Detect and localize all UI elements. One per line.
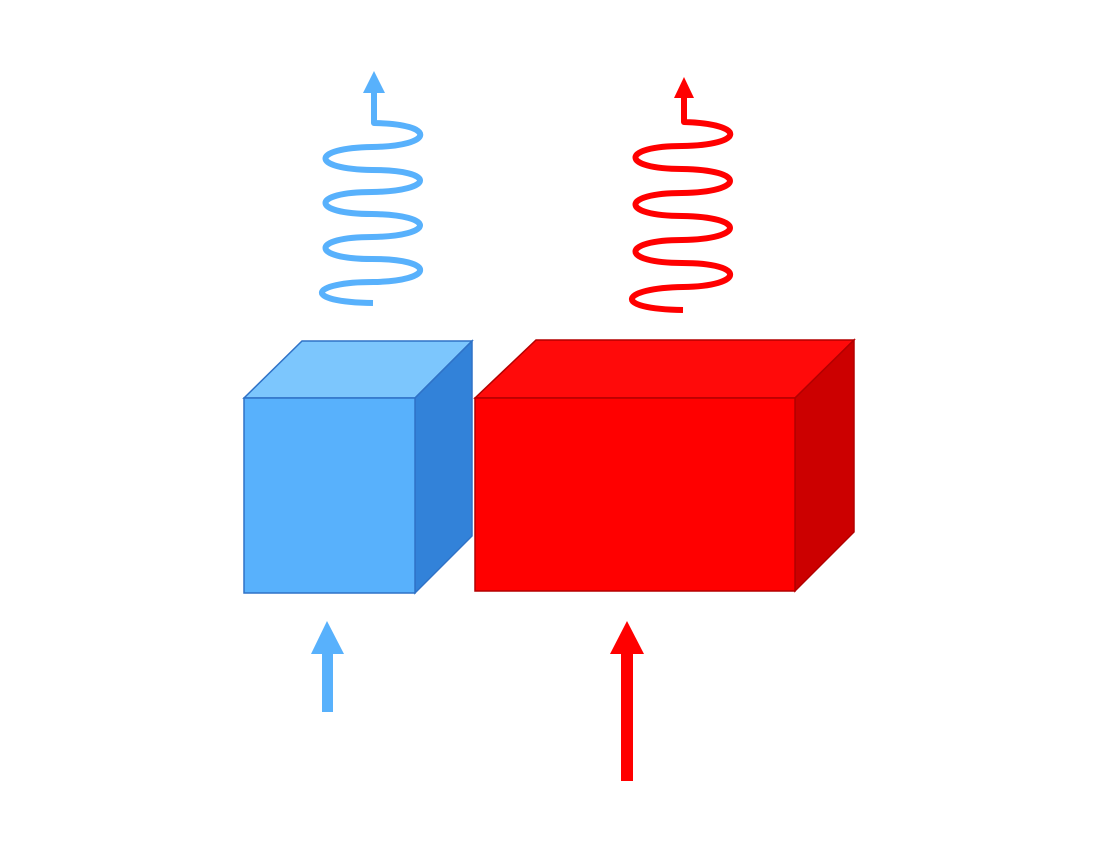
red-box-front-face — [474, 397, 796, 592]
blue-emission-wave-icon — [319, 71, 424, 306]
red-emission-wave-icon — [629, 77, 734, 313]
red-box-top-face — [473, 339, 856, 399]
blue-input-arrow-icon — [311, 621, 344, 712]
red-box — [473, 338, 856, 593]
blue-cube — [242, 339, 474, 595]
blue-cube-front-face — [243, 397, 416, 594]
red-input-arrow-icon — [610, 621, 644, 781]
